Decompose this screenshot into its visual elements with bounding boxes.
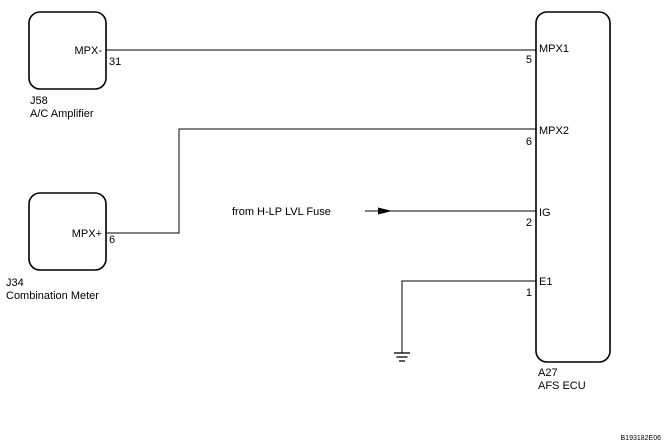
- afs-ecu-pin-6: 6: [526, 136, 532, 148]
- afs-ecu-terminal-e1: E1: [539, 276, 552, 288]
- ground-icon: [394, 352, 410, 362]
- fuse-source-label: from H-LP LVL Fuse: [232, 206, 331, 218]
- wire-e1-ground: [401, 280, 536, 353]
- afs-ecu-terminal-mpx1: MPX1: [539, 43, 569, 55]
- afs-ecu-terminal-mpx2: MPX2: [539, 125, 569, 137]
- afs-ecu-name: AFS ECU: [538, 380, 586, 392]
- arrow-icon: [378, 207, 392, 215]
- ac-amplifier-terminal-name: MPX-: [75, 45, 103, 57]
- figure-code: B193182E06: [621, 435, 662, 442]
- afs-ecu-pin-2: 2: [526, 217, 532, 229]
- combination-meter-ref: J34: [6, 277, 24, 289]
- combination-meter-name: Combination Meter: [6, 290, 99, 302]
- combination-meter-box: [28, 192, 107, 271]
- afs-ecu-terminal-ig: IG: [539, 207, 551, 219]
- ac-amplifier-name: A/C Amplifier: [30, 108, 94, 120]
- afs-ecu-ref: A27: [538, 367, 558, 379]
- combination-meter-terminal-name: MPX+: [72, 228, 102, 240]
- ac-amplifier-pin: 31: [109, 56, 121, 68]
- combination-meter-pin: 6: [109, 234, 115, 246]
- afs-ecu-pin-1: 1: [526, 287, 532, 299]
- ac-amplifier-ref: J58: [30, 95, 48, 107]
- afs-ecu-box: [535, 11, 611, 363]
- wire-mpx2: [106, 128, 536, 234]
- afs-ecu-pin-5: 5: [526, 54, 532, 66]
